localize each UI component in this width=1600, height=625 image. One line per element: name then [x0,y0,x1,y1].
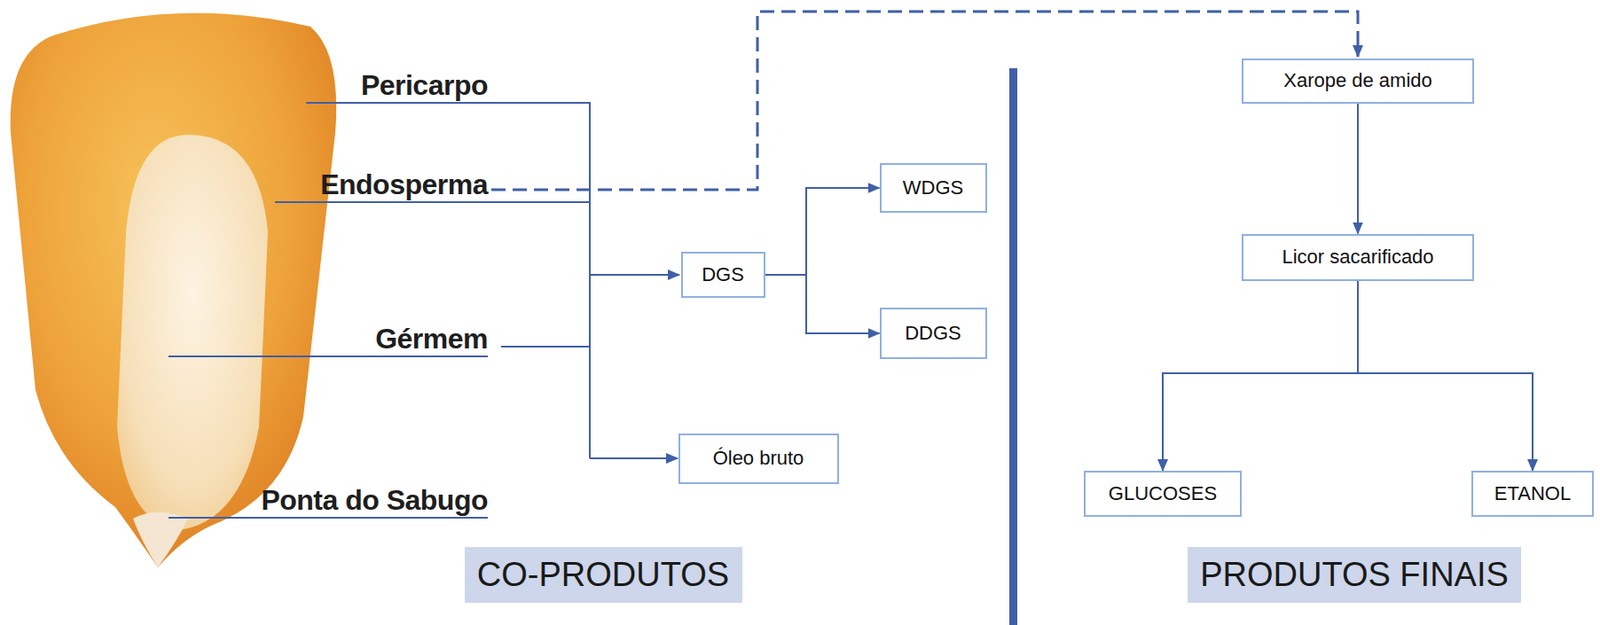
box-label: DDGS [904,321,962,346]
part-name: Endosperma [320,169,488,200]
collector-wire [588,101,591,459]
part-name: Ponta do Sabugo [260,485,488,516]
process-box: Óleo bruto [678,433,840,485]
leader-line [501,345,590,348]
feed-arrow [589,274,680,276]
box-label: GLUCOSES [1108,482,1217,506]
leader-line [168,355,488,358]
process-box: DDGS [879,307,988,360]
section-band: CO-PRODUTOS [464,547,743,604]
process-box: Licor sacarificado [1241,234,1475,282]
cob-tip [133,512,189,569]
section-band: PRODUTOS FINAIS [1187,547,1522,604]
flow-arrow [1356,103,1359,235]
leader-line [305,101,590,104]
endosperm-region [117,134,268,531]
part-name: Gérmem [375,323,488,354]
box-label: Xarope de amido [1283,69,1433,93]
leader-line [274,201,590,204]
flow-arrow [765,274,880,334]
box-label: DGS [701,263,745,287]
box-label: ETANOL [1494,482,1571,506]
process-box: DGS [681,251,766,299]
divider-bar [1009,68,1018,625]
leader-line [168,517,488,519]
box-label: Óleo bruto [713,447,805,471]
box-label: WDGS [902,176,964,200]
part-name: Pericarpo [360,70,488,101]
feed-arrow [589,457,678,460]
process-box: Xarope de amido [1241,58,1475,104]
process-box: ETANOL [1471,470,1594,518]
flow-arrow [765,188,880,275]
band-title: PRODUTOS FINAIS [1200,555,1509,595]
box-label: Licor sacarificado [1281,245,1434,269]
process-box: GLUCOSES [1083,470,1242,518]
flow-arrow [1357,281,1533,472]
band-title: CO-PRODUTOS [477,555,730,595]
process-box: WDGS [879,163,988,213]
flow-arrow [1162,281,1358,472]
